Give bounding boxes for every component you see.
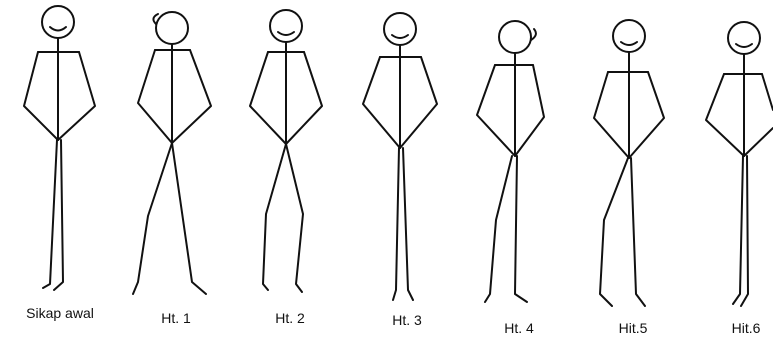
smile — [621, 42, 637, 45]
right-leg — [403, 148, 413, 300]
left-arm — [138, 50, 172, 143]
figure-sikap-awal — [24, 6, 95, 290]
label-ht-1: Ht. 1 — [161, 310, 191, 326]
right-arm — [762, 74, 773, 110]
figure-hit-6 — [706, 22, 773, 306]
left-leg — [263, 144, 286, 290]
right-arm — [629, 72, 664, 158]
head — [42, 6, 74, 38]
head — [613, 20, 645, 52]
smile — [278, 32, 294, 35]
head — [728, 22, 760, 54]
label-hit-6: Hit.6 — [732, 320, 761, 336]
left-arm — [594, 72, 629, 158]
label-hit-5: Hit.5 — [619, 320, 648, 336]
right-arm — [172, 50, 211, 143]
right-leg — [631, 158, 645, 306]
left-arm — [363, 57, 400, 148]
smile — [50, 27, 66, 31]
left-leg — [485, 156, 512, 302]
smile — [736, 44, 752, 47]
left-arm — [24, 52, 58, 140]
left-leg — [733, 156, 743, 304]
left-arm — [250, 52, 286, 144]
right-leg — [515, 156, 527, 302]
head — [499, 21, 531, 53]
figure-ht-2 — [250, 10, 322, 292]
smile — [392, 35, 408, 38]
label-ht-3: Ht. 3 — [392, 312, 422, 328]
right-leg — [286, 144, 303, 292]
right-leg — [172, 143, 206, 294]
figure-ht-4 — [477, 21, 544, 302]
right-arm — [286, 52, 322, 144]
left-leg — [393, 148, 399, 300]
head — [156, 12, 188, 44]
label-sikap-awal: Sikap awal — [26, 305, 94, 321]
figure-ht-1 — [133, 12, 211, 294]
left-leg — [600, 158, 628, 306]
head — [270, 10, 302, 42]
left-leg — [43, 140, 57, 288]
left-leg — [133, 143, 172, 294]
left-arm — [706, 74, 744, 156]
right-arm — [515, 65, 544, 156]
right-arm — [58, 52, 95, 140]
figure-ht-3 — [363, 13, 437, 300]
right-arm — [400, 57, 437, 148]
left-arm — [477, 65, 515, 156]
figure-hit-5 — [594, 20, 664, 306]
head — [384, 13, 416, 45]
right-forearm — [744, 128, 773, 156]
label-ht-4: Ht. 4 — [504, 320, 534, 336]
label-ht-2: Ht. 2 — [275, 310, 305, 326]
